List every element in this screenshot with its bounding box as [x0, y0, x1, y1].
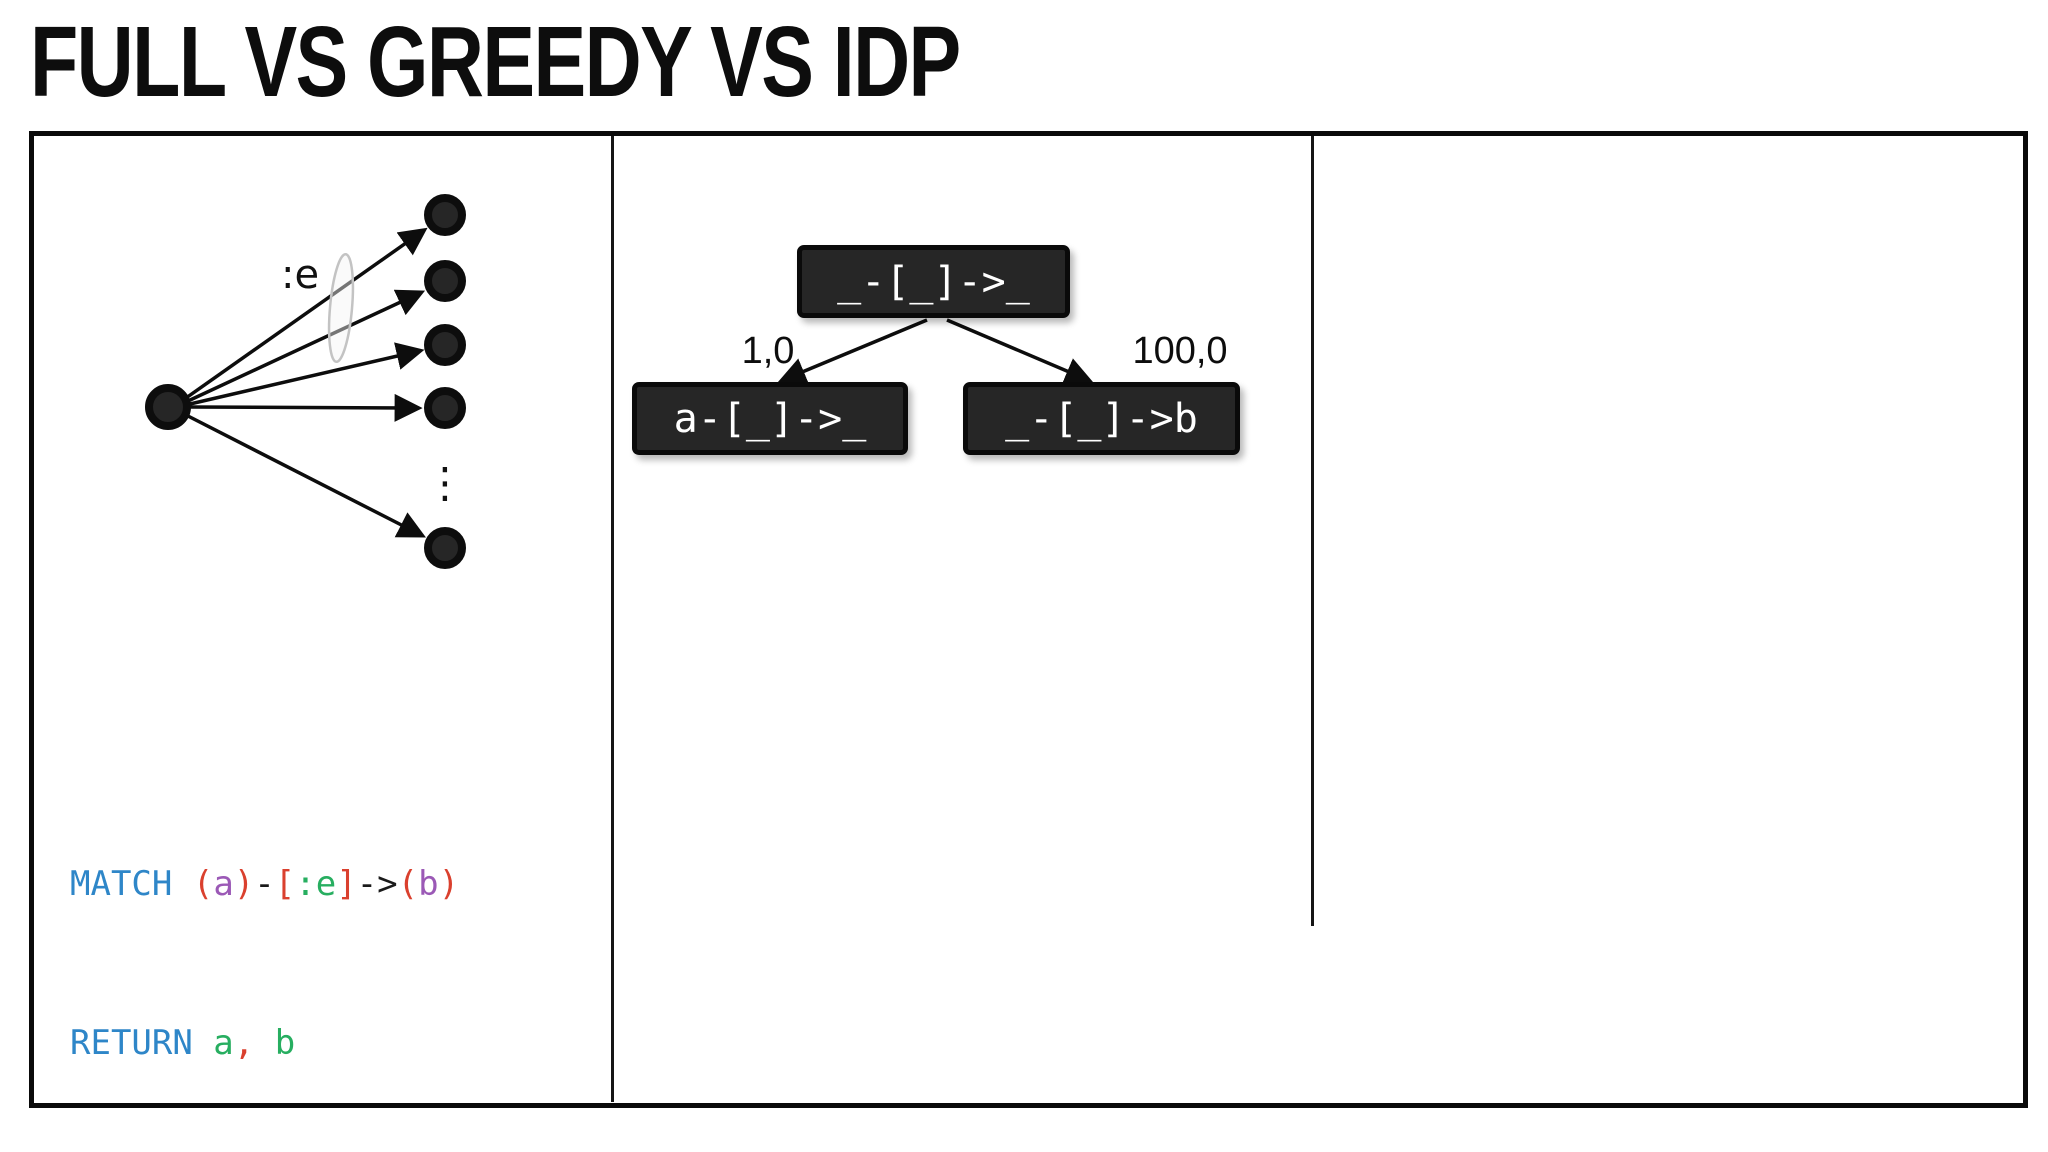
code-token: :e	[295, 864, 337, 904]
code-token: ->	[356, 864, 398, 904]
code-line-2: RETURN a, b	[70, 1017, 459, 1070]
code-token: b	[418, 864, 439, 904]
column-divider-1	[611, 136, 614, 1102]
code-token: )	[233, 864, 255, 904]
code-token: )	[438, 864, 460, 904]
plan-node-root: _-[_]->_	[797, 245, 1070, 318]
code-token: b	[254, 1023, 296, 1063]
code-token: (	[192, 864, 214, 904]
code-token: [	[274, 864, 296, 904]
page-title: FULL VS GREEDY VS IDP	[30, 6, 961, 118]
code-token: a	[213, 864, 234, 904]
edge-type-label: :e	[281, 252, 320, 298]
code-token: ]	[336, 864, 357, 904]
code-token: MATCH	[70, 864, 193, 904]
cypher-query: MATCH (a)-[:e]->(b) RETURN a, b	[70, 752, 459, 1152]
code-token: ,	[233, 1023, 255, 1063]
column-divider-2	[1311, 136, 1314, 926]
code-token: a	[213, 1023, 234, 1063]
plan-node-right-child: _-[_]->b	[963, 382, 1240, 455]
edge-cost-left: 1,0	[741, 330, 795, 372]
edge-cost-right: 100,0	[1132, 330, 1228, 372]
code-token: RETURN	[70, 1023, 214, 1063]
plan-node-left-child: a-[_]->_	[632, 382, 908, 455]
vertical-ellipsis: ⋮	[424, 458, 466, 507]
code-token: -	[254, 864, 275, 904]
code-token: (	[397, 864, 419, 904]
code-line-1: MATCH (a)-[:e]->(b)	[70, 858, 459, 911]
